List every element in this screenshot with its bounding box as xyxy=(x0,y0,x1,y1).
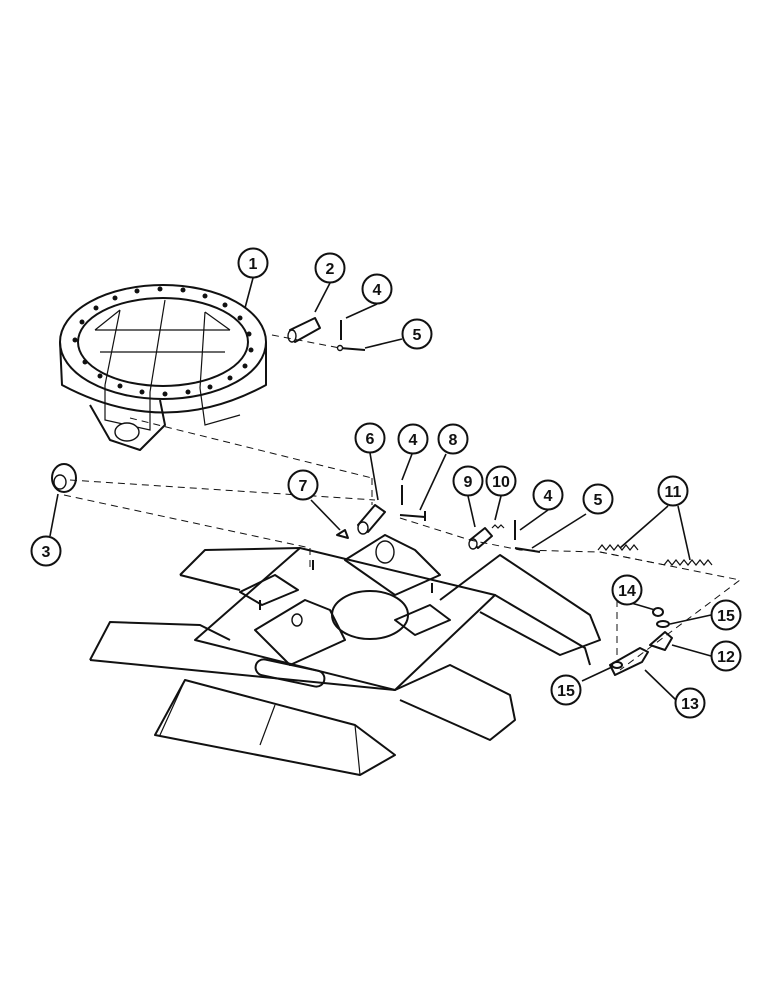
callout-11: 11 xyxy=(657,475,689,507)
callout-circle xyxy=(314,252,346,284)
callout-label: 10 xyxy=(492,474,510,491)
callout-label: 9 xyxy=(464,474,473,491)
latch-part-13 xyxy=(609,647,649,676)
callout-15b: 15 xyxy=(550,674,582,706)
callout-label: 13 xyxy=(681,696,699,713)
callout-label: 14 xyxy=(618,583,636,600)
pin-part-2 xyxy=(287,317,321,343)
callout-15a: 15 xyxy=(710,599,742,631)
callout-circle xyxy=(550,674,582,706)
callout-label: 11 xyxy=(665,484,682,501)
callout-7: 7 xyxy=(287,469,319,501)
callout-label: 6 xyxy=(366,431,375,448)
callout-5a: 5 xyxy=(401,318,433,350)
callout-circle xyxy=(657,475,689,507)
callout-label: 3 xyxy=(42,544,51,561)
callout-circle xyxy=(674,687,706,719)
grease-fitting-part-7 xyxy=(336,529,349,539)
callout-label: 15 xyxy=(717,608,735,625)
callout-label: 4 xyxy=(373,282,382,299)
callout-13: 13 xyxy=(674,687,706,719)
callout-circle xyxy=(397,423,429,455)
callout-4c: 4 xyxy=(532,479,564,511)
callout-circle xyxy=(30,535,62,567)
turntable-ring xyxy=(59,284,267,451)
springs-part-11 xyxy=(597,544,713,566)
leader-lines xyxy=(49,277,712,701)
callout-label: 4 xyxy=(409,432,418,449)
callout-circle xyxy=(485,465,517,497)
callout-label: 5 xyxy=(413,327,422,344)
washer-part-15-upper xyxy=(656,620,670,628)
callout-circle xyxy=(582,483,614,515)
callout-14: 14 xyxy=(611,574,643,606)
bracket-part-12 xyxy=(649,631,673,651)
callout-label: 8 xyxy=(449,432,458,449)
main-frame xyxy=(89,534,601,776)
callout-label: 7 xyxy=(299,478,308,495)
callout-circle xyxy=(361,273,393,305)
callout-label: 12 xyxy=(717,649,735,666)
callout-label: 4 xyxy=(544,488,553,505)
callout-label: 15 xyxy=(557,683,575,700)
callout-5b: 5 xyxy=(582,483,614,515)
pin-part-9 xyxy=(468,527,493,550)
callout-3: 3 xyxy=(30,535,62,567)
nut-part-14 xyxy=(652,607,664,617)
pin-part-6 xyxy=(357,504,386,535)
callout-circle xyxy=(401,318,433,350)
callout-4a: 4 xyxy=(361,273,393,305)
callout-circle xyxy=(437,423,469,455)
callout-circle xyxy=(354,422,386,454)
callout-12: 12 xyxy=(710,640,742,672)
callout-circle xyxy=(611,574,643,606)
callout-label: 2 xyxy=(326,261,335,278)
callout-circle xyxy=(710,640,742,672)
callout-4b: 4 xyxy=(397,423,429,455)
bushing-part-3 xyxy=(51,463,77,493)
spring-part-10 xyxy=(491,524,505,529)
callout-circle xyxy=(710,599,742,631)
callout-circle xyxy=(532,479,564,511)
callout-label: 5 xyxy=(594,492,603,509)
callout-1: 1 xyxy=(237,247,269,279)
callout-label: 1 xyxy=(249,256,258,273)
callout-9: 9 xyxy=(452,465,484,497)
callout-8: 8 xyxy=(437,423,469,455)
callout-2: 2 xyxy=(314,252,346,284)
washer-pin-part-5-top xyxy=(336,344,366,352)
washer-pin-part-5-right xyxy=(514,547,541,553)
callout-10: 10 xyxy=(485,465,517,497)
assembly-lines xyxy=(63,334,742,671)
callout-circle xyxy=(237,247,269,279)
callout-circle xyxy=(452,465,484,497)
callout-6: 6 xyxy=(354,422,386,454)
clevis-pin-part-8 xyxy=(399,511,426,521)
callout-circle xyxy=(287,469,319,501)
